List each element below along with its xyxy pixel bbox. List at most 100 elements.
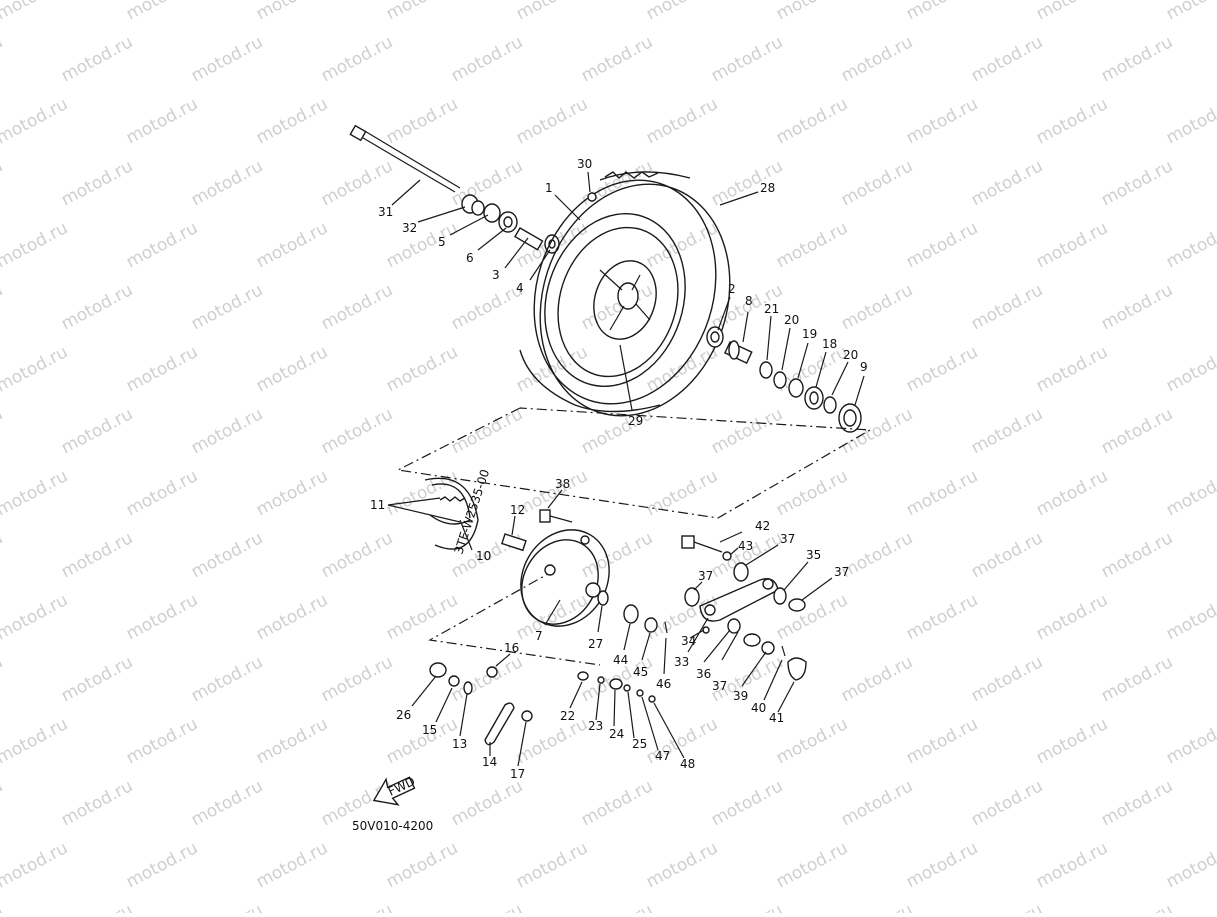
callout: 27 <box>588 605 603 651</box>
watermark-text: motod.ru <box>1033 838 1111 892</box>
svg-text:27: 27 <box>588 637 603 651</box>
watermark-text: motod.ru <box>708 32 786 86</box>
svg-text:4: 4 <box>516 281 524 295</box>
watermark-text: motod.ru <box>968 404 1046 458</box>
watermark-text: motod.ru <box>383 0 461 24</box>
washer-part-8 <box>597 676 605 684</box>
watermark-text: motod.ru <box>0 466 71 520</box>
watermark-text: motod.ru <box>58 404 136 458</box>
svg-text:19: 19 <box>802 327 817 341</box>
svg-text:10: 10 <box>476 549 491 563</box>
svg-text:23: 23 <box>588 719 603 733</box>
watermark-text: motod.ru <box>188 900 266 913</box>
watermark-text: motod.ru <box>643 342 721 396</box>
watermark-text: motod.ru <box>903 218 981 272</box>
svg-text:20: 20 <box>843 348 858 362</box>
spring-part <box>609 678 623 690</box>
watermark-text: motod.ru <box>513 94 591 148</box>
svg-text:41: 41 <box>769 711 784 725</box>
oil-seal-part-2 <box>838 403 862 433</box>
circlip-part-2 <box>788 378 804 398</box>
svg-text:39: 39 <box>733 689 748 703</box>
callout: 43 <box>729 539 753 556</box>
watermark-text: motod.ru <box>448 32 526 86</box>
bolt-part-3 <box>486 666 498 678</box>
svg-text:38: 38 <box>555 477 570 491</box>
watermark-text: motod.ru <box>0 280 6 334</box>
watermark-text: motod.ru <box>708 404 786 458</box>
watermark-text: motod.ru <box>903 466 981 520</box>
watermark-text: motod.ru <box>1033 466 1111 520</box>
watermark-text: motod.ru <box>1163 94 1217 148</box>
callout: 28 <box>719 181 775 206</box>
bearing-part-3 <box>706 326 724 348</box>
watermark-text: motod.ru <box>838 652 916 706</box>
svg-text:34: 34 <box>681 634 696 648</box>
svg-text:20: 20 <box>784 313 799 327</box>
watermark-text: motod.ru <box>968 528 1046 582</box>
watermark-text: motod.ru <box>58 900 136 913</box>
callout: 36 <box>696 629 731 681</box>
svg-text:44: 44 <box>613 653 628 667</box>
svg-text:5: 5 <box>438 235 446 249</box>
watermark-text: motod.ru <box>773 714 851 768</box>
watermark-text: motod.ru <box>1098 776 1176 830</box>
callout: 2 <box>717 282 736 331</box>
watermark-text: motod.ru <box>1163 590 1217 644</box>
watermark-text: motod.ru <box>383 342 461 396</box>
watermark-text: motod.ru <box>58 280 136 334</box>
nut-part-4 <box>636 689 644 697</box>
seal-part <box>597 590 609 606</box>
watermark-text: motod.ru <box>383 838 461 892</box>
callout: 35 <box>783 548 821 591</box>
watermark-text: motod.ru <box>643 94 721 148</box>
wheel-rim-part <box>544 213 686 387</box>
watermark-text: motod.ru <box>903 714 981 768</box>
circlip-part <box>759 361 773 379</box>
watermark-text: motod.ru <box>123 466 201 520</box>
watermark-text: motod.ru <box>448 900 526 913</box>
callout: 19 <box>797 327 817 379</box>
callout: 39 <box>733 651 767 703</box>
callout: 11 <box>370 497 461 523</box>
callout: 6 <box>466 227 507 265</box>
watermark-text: motod.ru <box>383 466 461 520</box>
watermark-text: motod.ru <box>903 94 981 148</box>
watermark-text: motod.ru <box>968 900 1046 913</box>
rear-wheel-assembly <box>349 124 862 433</box>
callout: 30 <box>577 157 592 193</box>
watermark-text: motod.ru <box>1033 94 1111 148</box>
watermark-text: motod.ru <box>188 528 266 582</box>
watermark-text: motod.ru <box>578 776 656 830</box>
callout: 40 <box>751 659 783 715</box>
watermark-text: motod.ru <box>838 900 916 913</box>
svg-text:8: 8 <box>745 294 753 308</box>
watermark-text: motod.ru <box>123 714 201 768</box>
watermark-text: motod.ru <box>643 0 721 24</box>
watermark-text: motod.ru <box>1098 404 1176 458</box>
callout: 44 <box>613 623 631 667</box>
svg-text:36: 36 <box>696 667 711 681</box>
svg-text:14: 14 <box>482 755 497 769</box>
callout: 25 <box>627 691 647 751</box>
watermark-text: motod.ru <box>0 404 6 458</box>
washer-part-7 <box>448 675 460 687</box>
callout: 34 <box>681 629 705 648</box>
svg-text:FWD: FWD <box>386 774 417 799</box>
svg-text:37: 37 <box>712 679 727 693</box>
callout: 10 <box>459 519 491 563</box>
watermark-text: motod.ru <box>1163 466 1217 520</box>
watermark-text: motod.ru <box>0 32 6 86</box>
watermark-text: motod.ru <box>0 156 6 210</box>
watermark-text: motod.ru <box>903 342 981 396</box>
spacer-part-2 <box>723 340 753 364</box>
watermark-text: motod.ru <box>838 156 916 210</box>
watermark-text: motod.ru <box>318 32 396 86</box>
bolt-part-2 <box>681 535 723 553</box>
pin-part-2 <box>577 671 589 681</box>
watermark-text: motod.ru <box>58 776 136 830</box>
callout: 16 <box>495 641 519 667</box>
watermark-text: motod.ru <box>1098 900 1176 913</box>
watermark-text: motod.ru <box>773 218 851 272</box>
callout: 13 <box>452 693 468 751</box>
